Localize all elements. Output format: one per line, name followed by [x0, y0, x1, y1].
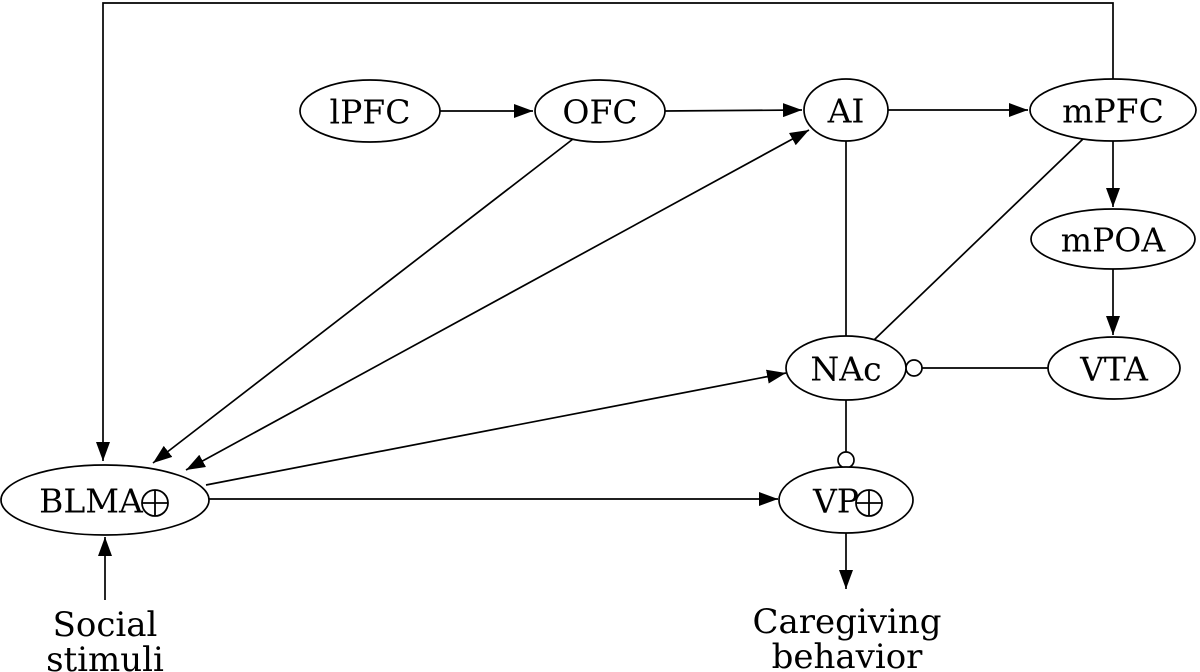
edge-blma-to-nac — [205, 369, 787, 486]
blma-ellipse — [0, 464, 210, 536]
vta-label: VTA — [1079, 350, 1149, 389]
nodes: lPFC OFC AI mPFC mPOA VTA NAc VP — [0, 78, 1197, 536]
ofc-ellipse — [534, 79, 666, 143]
mpfc-ellipse — [1029, 78, 1197, 142]
node-ai: AI — [803, 78, 889, 142]
circled-plus-icon — [855, 489, 883, 517]
node-lpfc: lPFC — [299, 79, 441, 143]
node-mpoa: mPOA — [1030, 208, 1196, 270]
lpfc-ellipse — [299, 79, 441, 143]
lpfc-label: lPFC — [330, 93, 411, 132]
social-stimuli-label-line2: stimuli — [46, 640, 164, 672]
node-mpfc: mPFC — [1029, 78, 1197, 142]
nac-ellipse — [785, 335, 907, 401]
node-vta: VTA — [1047, 336, 1181, 400]
vp-ellipse — [778, 466, 914, 534]
edges — [96, 2, 1120, 600]
inhibitory-circle-icon-nac-right — [905, 359, 923, 377]
node-ofc: OFC — [534, 79, 666, 143]
social-stimuli-label-line1: Social — [53, 605, 158, 645]
edge-ofc-to-blma — [152, 138, 574, 464]
node-blma: BLMA — [0, 464, 210, 536]
mpoa-label: mPOA — [1061, 221, 1167, 260]
caregiving-behavior-label-line2: behavior — [772, 637, 924, 672]
nac-label: NAc — [810, 350, 881, 389]
mpoa-ellipse — [1030, 208, 1196, 270]
ai-label: AI — [827, 92, 865, 131]
blma-label: BLMA — [39, 482, 144, 521]
node-nac: NAc — [785, 335, 907, 401]
ofc-label: OFC — [562, 93, 637, 132]
caregiving-behavior-label-line1: Caregiving — [752, 602, 941, 642]
node-vp: VP — [778, 466, 914, 534]
mpfc-label: mPFC — [1062, 92, 1164, 131]
edge-mpfc-nac-line — [873, 138, 1084, 341]
annotations: Social stimuli Caregiving behavior — [46, 602, 941, 672]
circled-plus-icon — [141, 489, 169, 517]
edge-ai-blma-bidirectional — [185, 129, 810, 471]
vta-ellipse — [1047, 336, 1181, 400]
inhibitory-circle-icon-vp-top — [837, 451, 855, 469]
edge-mpfc-to-blma-top-loop — [96, 2, 1114, 461]
ai-ellipse — [803, 78, 889, 142]
vp-label: VP — [812, 482, 859, 521]
edge-ofc-to-ai — [664, 103, 803, 118]
